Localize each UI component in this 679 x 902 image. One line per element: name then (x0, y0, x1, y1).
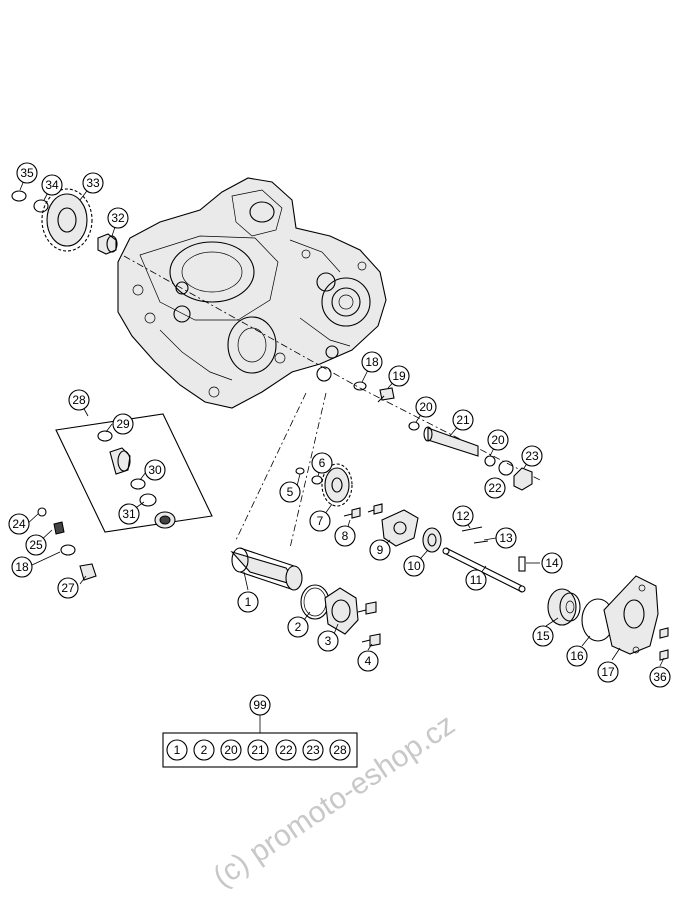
svg-text:9: 9 (377, 543, 384, 557)
svg-text:22: 22 (488, 481, 502, 495)
svg-text:18: 18 (365, 355, 379, 369)
shaft-parts (353, 381, 533, 491)
callout-31: 31 (118, 503, 140, 525)
svg-text:23: 23 (525, 449, 539, 463)
svg-text:30: 30 (148, 463, 162, 477)
svg-text:10: 10 (407, 559, 421, 573)
callout-33: 33 (82, 172, 104, 194)
callout-20-top: 20 (415, 396, 437, 418)
callout-24: 24 (8, 513, 30, 535)
callout-14: 14 (541, 552, 563, 574)
svg-text:27: 27 (61, 581, 75, 595)
svg-text:8: 8 (342, 529, 349, 543)
svg-text:31: 31 (122, 507, 136, 521)
svg-text:2: 2 (201, 743, 208, 757)
svg-text:4: 4 (365, 654, 372, 668)
callout-22: 22 (484, 477, 506, 499)
svg-text:34: 34 (45, 178, 59, 192)
svg-text:36: 36 (653, 670, 667, 684)
callout-4: 4 (357, 650, 379, 672)
svg-text:3: 3 (325, 634, 332, 648)
kit-item-23: 23 (302, 739, 324, 761)
svg-text:20: 20 (224, 743, 238, 757)
callout-10: 10 (403, 555, 425, 577)
svg-text:13: 13 (499, 531, 513, 545)
svg-text:1: 1 (174, 743, 181, 757)
kit-item-20: 20 (220, 739, 242, 761)
sprocket-group (11, 188, 118, 255)
callout-21: 21 (452, 409, 474, 431)
svg-text:15: 15 (536, 629, 550, 643)
svg-text:2: 2 (295, 620, 302, 634)
callout-7: 7 (309, 510, 331, 532)
callout-8: 8 (334, 525, 356, 547)
callout-30: 30 (144, 459, 166, 481)
callout-9: 9 (369, 539, 391, 561)
kit-item-22: 22 (275, 739, 297, 761)
svg-text:29: 29 (116, 417, 130, 431)
svg-text:99: 99 (253, 698, 267, 712)
svg-text:22: 22 (279, 743, 293, 757)
callout-35: 35 (16, 162, 38, 184)
svg-text:24: 24 (12, 517, 26, 531)
callout-18-left: 18 (11, 556, 33, 578)
callout-15: 15 (532, 625, 554, 647)
callout-99: 99 (249, 694, 271, 716)
svg-text:23: 23 (306, 743, 320, 757)
callout-27: 27 (57, 577, 79, 599)
svg-text:18: 18 (15, 560, 29, 574)
callout-32: 32 (107, 207, 129, 229)
callout-20-bottom: 20 (487, 429, 509, 451)
svg-text:32: 32 (111, 211, 125, 225)
callout-28: 28 (68, 389, 90, 411)
kit-item-2: 2 (193, 739, 215, 761)
callout-19: 19 (388, 365, 410, 387)
callout-12: 12 (452, 505, 474, 527)
svg-text:20: 20 (491, 433, 505, 447)
callout-5: 5 (279, 481, 301, 503)
svg-text:21: 21 (251, 743, 265, 757)
callout-3: 3 (317, 630, 339, 652)
kit-item-1: 1 (166, 739, 188, 761)
svg-text:12: 12 (456, 509, 470, 523)
callout-25: 25 (25, 534, 47, 556)
svg-text:28: 28 (333, 743, 347, 757)
oil-filter-parts (230, 547, 381, 647)
svg-text:7: 7 (317, 514, 324, 528)
callout-34: 34 (41, 174, 63, 196)
svg-text:19: 19 (392, 369, 406, 383)
svg-text:1: 1 (245, 595, 252, 609)
callout-2: 2 (287, 616, 309, 638)
callout-36: 36 (649, 666, 671, 688)
callout-6: 6 (311, 452, 333, 474)
svg-text:11: 11 (470, 573, 483, 587)
svg-text:25: 25 (29, 538, 43, 552)
svg-text:5: 5 (287, 485, 294, 499)
svg-text:35: 35 (20, 166, 34, 180)
svg-text:20: 20 (419, 400, 433, 414)
svg-text:21: 21 (456, 413, 470, 427)
callout-11: 11 (465, 569, 487, 591)
callout-17: 17 (597, 661, 619, 683)
kit-item-21: 21 (247, 739, 269, 761)
svg-text:6: 6 (319, 456, 326, 470)
callout-13: 13 (495, 527, 517, 549)
oil-pump-gear-parts (295, 463, 669, 661)
svg-text:16: 16 (570, 649, 584, 663)
callout-16: 16 (566, 645, 588, 667)
crankcase-drawing (117, 177, 387, 409)
callout-18-top: 18 (361, 351, 383, 373)
callout-23: 23 (521, 445, 543, 467)
svg-text:17: 17 (601, 665, 615, 679)
svg-text:28: 28 (72, 393, 86, 407)
callout-1: 1 (237, 591, 259, 613)
kit-99-items: 1 2 20 21 22 23 28 (166, 739, 351, 761)
svg-text:33: 33 (86, 176, 100, 190)
left-small-parts (37, 507, 97, 581)
callout-29: 29 (112, 413, 134, 435)
kit-item-28: 28 (329, 739, 351, 761)
svg-text:14: 14 (545, 556, 559, 570)
